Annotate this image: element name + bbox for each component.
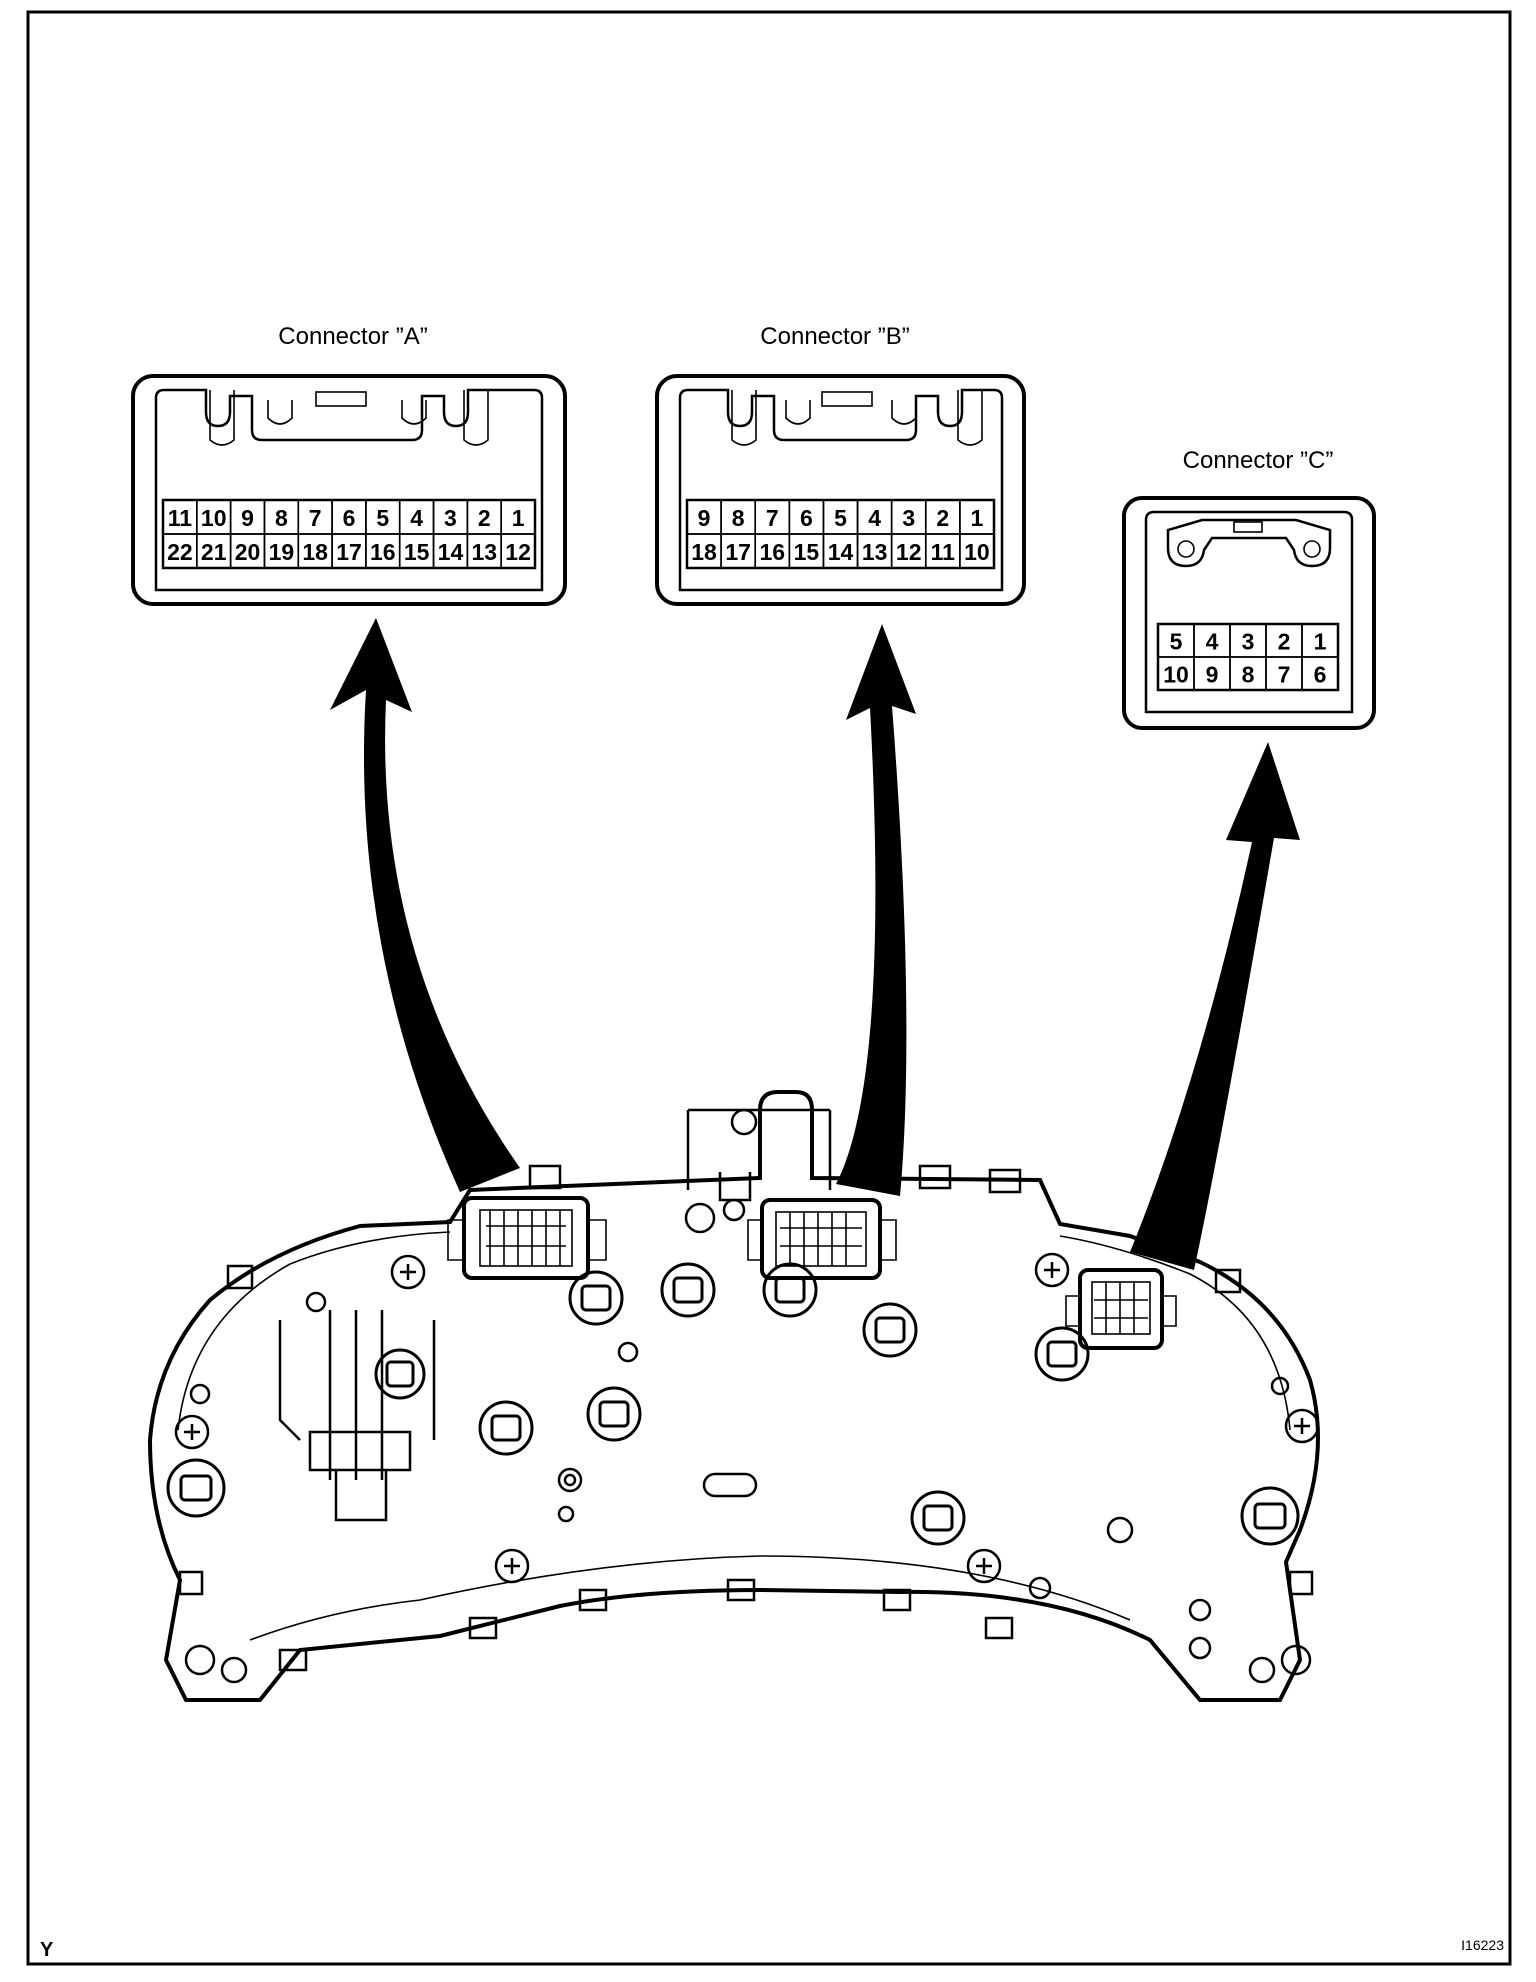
pin-number: 7 (309, 505, 322, 531)
pin-number: 5 (834, 505, 847, 531)
pin-number: 11 (931, 539, 956, 565)
pin-number: 9 (1206, 662, 1219, 688)
pin-number: 4 (410, 505, 423, 531)
figure-corner-label: Y (40, 1939, 54, 1961)
pin-number: 8 (732, 505, 745, 531)
connector-b-title: Connector ”B” (760, 323, 909, 350)
pin-number: 10 (1163, 662, 1189, 688)
pin-cell (500, 533, 536, 569)
pin-number: 8 (1242, 662, 1255, 688)
pin-number: 1 (1314, 629, 1327, 655)
pin-number: 3 (902, 505, 915, 531)
pin-number: 9 (241, 505, 254, 531)
pin-number: 12 (896, 539, 922, 565)
pin-number: 20 (235, 539, 261, 565)
arrow-to-connector-c (1130, 742, 1300, 1270)
arrow-to-connector-b (836, 624, 916, 1196)
pin-number: 18 (691, 539, 717, 565)
pin-number: 18 (302, 539, 328, 565)
pin-number: 16 (759, 539, 785, 565)
pin-number: 3 (1242, 629, 1255, 655)
connector-c-face (1122, 496, 1376, 730)
combination-meter-rear (147, 1090, 1320, 1702)
pin-number: 10 (201, 505, 227, 531)
pin-number: 9 (698, 505, 711, 531)
pin-number: 13 (862, 539, 888, 565)
pin-number: 4 (868, 505, 881, 531)
pin-number: 15 (794, 539, 820, 565)
pin-number: 19 (269, 539, 295, 565)
pin-number: 5 (1170, 629, 1183, 655)
pin-number: 8 (275, 505, 288, 531)
pin-number: 6 (800, 505, 813, 531)
connector-a-title: Connector ”A” (278, 323, 427, 350)
pin-number: 3 (444, 505, 457, 531)
connector-a-face (131, 374, 567, 606)
connector-b-face (655, 374, 1026, 606)
arrow-to-connector-a (330, 618, 520, 1192)
pin-cell (959, 533, 995, 569)
pin-number: 22 (167, 539, 193, 565)
pin-number: 6 (1314, 662, 1327, 688)
pin-number: 16 (370, 539, 396, 565)
pin-number: 12 (505, 539, 531, 565)
pin-number: 2 (936, 505, 949, 531)
pin-number: 5 (376, 505, 389, 531)
pin-number: 2 (1278, 629, 1291, 655)
pin-number: 17 (725, 539, 751, 565)
pin-number: 7 (766, 505, 779, 531)
pin-number: 15 (404, 539, 430, 565)
pin-number: 14 (828, 539, 854, 565)
connector-c-title: Connector ”C” (1183, 447, 1334, 474)
pin-number: 2 (478, 505, 491, 531)
pin-number: 17 (336, 539, 362, 565)
pin-number: 21 (201, 539, 227, 565)
pin-cell (1301, 656, 1339, 691)
pin-number: 1 (512, 505, 525, 531)
pin-number: 1 (971, 505, 984, 531)
figure-frame (26, 10, 1512, 1966)
pin-number: 4 (1206, 629, 1219, 655)
pin-number: 7 (1278, 662, 1291, 688)
pin-number: 11 (168, 505, 193, 531)
figure-code: I16223 (1461, 1937, 1504, 1953)
pin-number: 6 (343, 505, 356, 531)
pin-number: 13 (471, 539, 497, 565)
pin-number: 14 (438, 539, 464, 565)
pin-number: 10 (964, 539, 990, 565)
